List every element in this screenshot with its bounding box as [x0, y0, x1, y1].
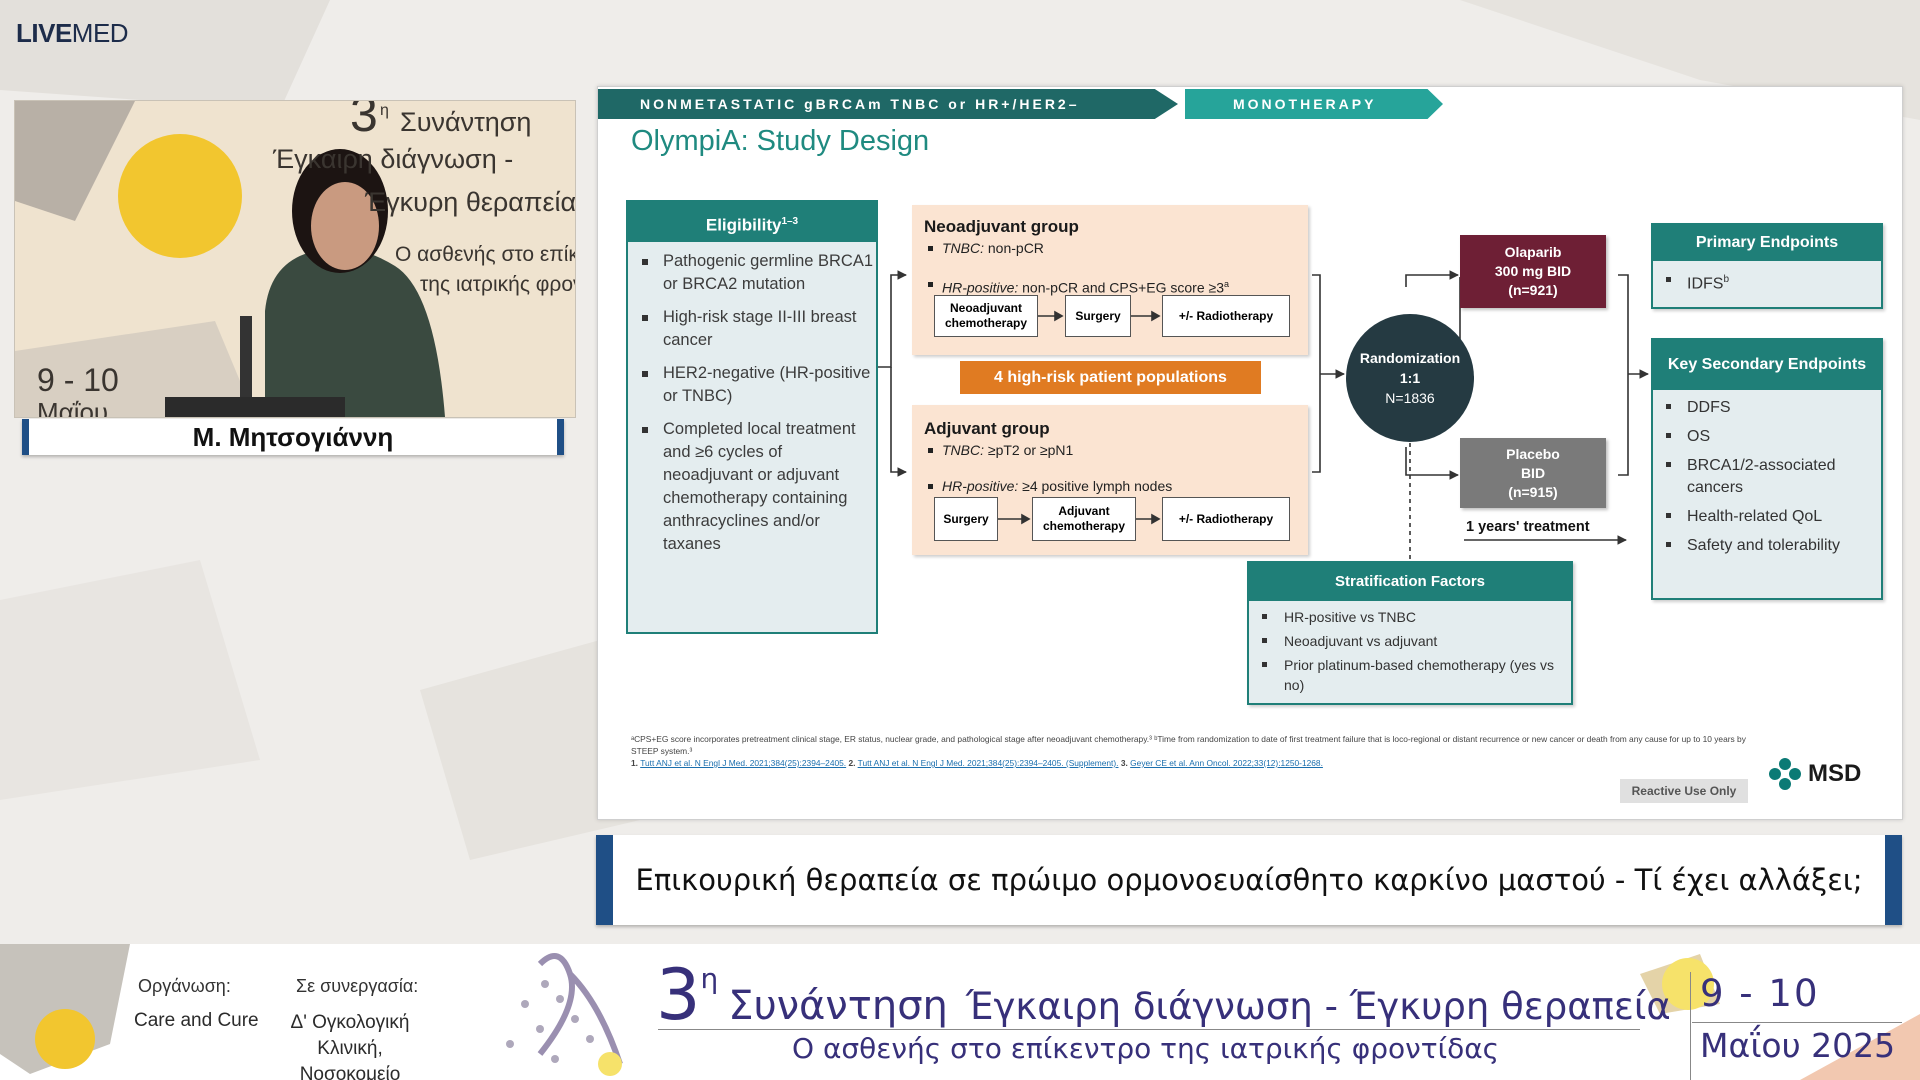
video-backdrop-line: Έγκυρη θεραπεία — [364, 187, 575, 217]
eligibility-item: Pathogenic germline BRCA1 or BRCA2 mutat… — [628, 250, 876, 296]
eligibility-item: High-risk stage II-III breast cancer — [628, 306, 876, 352]
video-backdrop-line: Συνάντηση — [400, 107, 531, 137]
stratification-item: HR-positive vs TNBC — [1249, 607, 1571, 627]
reference-link-1[interactable]: Tutt ANJ et al. N Engl J Med. 2021;384(2… — [640, 758, 847, 768]
eligibility-heading: Eligibility1–3 — [628, 202, 876, 242]
eligibility-box: Eligibility1–3 Pathogenic germline BRCA1… — [626, 200, 878, 634]
footer-divider — [658, 1029, 1640, 1030]
banner-nonmetastatic: NONMETASTATIC gBRCAm TNBC or HR+/HER2– — [598, 89, 1178, 119]
eligibility-item: HER2-negative (HR-positive or TNBC) — [628, 362, 876, 408]
organizer-label: Οργάνωση: — [138, 976, 231, 996]
olaparib-n: (n=921) — [1508, 282, 1558, 298]
neoadjuvant-title: Neoadjuvant group — [924, 217, 1079, 236]
stratification-heading: Stratification Factors — [1249, 563, 1571, 601]
reference-link-2[interactable]: Tutt ANJ et al. N Engl J Med. 2021;384(2… — [857, 758, 1119, 768]
msd-logo: MSD — [1768, 757, 1861, 791]
video-backdrop-number-sup: η — [380, 102, 389, 119]
organizer-value: Care and Cure — [134, 1010, 259, 1031]
neoadjuvant-group: Neoadjuvant group TNBC: non-pCR HR-posit… — [912, 205, 1308, 355]
event-tagline: Ο ασθενής στο επίκεντρο της ιατρικής φρο… — [792, 1032, 1500, 1065]
video-backdrop-line: Έγκαιρη διάγνωση - — [272, 144, 513, 174]
neoadjuvant-step-chemo: Neoadjuvant chemotherapy — [934, 295, 1038, 337]
banner-monotherapy: MONOTHERAPY — [1185, 89, 1443, 119]
speaker-video-frame: 3 η Συνάντηση Έγκαιρη διάγνωση - Έγκυρη … — [15, 101, 575, 417]
background-decoration — [0, 0, 1920, 860]
footer-decoration — [0, 944, 1920, 1080]
adjuvant-group: Adjuvant group TNBC: ≥pT2 or ≥pN1 HR-pos… — [912, 405, 1308, 555]
adjuvant-arrows — [998, 513, 1161, 525]
slide-title: OlympiA: Study Design — [631, 125, 930, 157]
slide-footnotes: ᵃCPS+EG score incorporates pretreatment … — [631, 733, 1771, 769]
secondary-endpoint-item: Safety and tolerability — [1653, 535, 1881, 557]
placebo-n: (n=915) — [1508, 483, 1558, 500]
primary-endpoint-item: IDFSb — [1653, 270, 1881, 294]
video-backdrop-line: Ο ασθενής στο επίκεντρο — [395, 243, 575, 266]
randomization-n: N=1836 — [1385, 390, 1435, 406]
stratification-item: Neoadjuvant vs adjuvant — [1249, 631, 1571, 651]
secondary-endpoints-heading: Key Secondary Endpoints — [1653, 340, 1881, 390]
stratification-box: Stratification Factors HR-positive vs TN… — [1247, 561, 1573, 705]
secondary-endpoint-item: BRCA1/2-associated cancers — [1653, 455, 1881, 499]
video-backdrop-number: 3 — [350, 101, 378, 142]
primary-endpoints-heading: Primary Endpoints — [1653, 225, 1881, 261]
collaboration-label: Σε συνεργασία: — [296, 976, 419, 996]
high-risk-populations-label: 4 high-risk patient populations — [960, 361, 1261, 394]
speaker-video: 3 η Συνάντηση Έγκαιρη διάγνωση - Έγκυρη … — [14, 100, 576, 418]
footer-date-rule — [1692, 1022, 1902, 1023]
collaboration-value: Δ' Ογκολογική Κλινική, Νοσοκομείο «ΥΓΕΙΑ… — [290, 1012, 410, 1080]
video-backdrop-month: Μαΐου — [37, 397, 108, 417]
adjuvant-title: Adjuvant group — [924, 419, 1050, 438]
olaparib-name: Olaparib — [1504, 244, 1562, 260]
speaker-name: Μ. Μητσογιάννη — [22, 419, 564, 455]
neoadjuvant-hr: HR-positive: non-pCR and CPS+EG score ≥3… — [924, 275, 1320, 297]
livemed-logo: LIVEMED — [16, 18, 129, 48]
event-footer: Οργάνωση: Care and Cure Σε συνεργασία: Δ… — [0, 944, 1920, 1080]
adjuvant-step-chemo: Adjuvant chemotherapy — [1032, 497, 1136, 541]
eligibility-item: Completed local treatment and ≥6 cycles … — [628, 418, 876, 556]
olaparib-arm: Olaparib 300 mg BID (n=921) — [1460, 235, 1606, 308]
placebo-name: Placebo — [1506, 445, 1560, 462]
secondary-endpoint-item: Health-related QoL — [1653, 506, 1881, 528]
primary-endpoints-box: Primary Endpoints IDFSb — [1651, 223, 1883, 309]
flow-connectors — [878, 270, 1649, 561]
secondary-endpoints-box: Key Secondary Endpoints DDFS OS BRCA1/2-… — [1651, 338, 1883, 600]
stratification-item: Prior platinum-based chemotherapy (yes v… — [1249, 655, 1571, 695]
video-backdrop-line: της ιατρικής φροντίδας — [420, 273, 575, 296]
randomization-label: Randomization — [1359, 350, 1461, 366]
neoadjuvant-arrows — [1038, 310, 1161, 322]
talk-title: Επικουρική θεραπεία σε πρώιμο ορμονοευαί… — [596, 835, 1902, 925]
neoadjuvant-step-surgery: Surgery — [1065, 295, 1131, 337]
neoadjuvant-tnbc: TNBC: non-pCR — [924, 239, 1320, 257]
secondary-endpoint-item: DDFS — [1653, 397, 1881, 419]
video-backdrop-date: 9 - 10 — [37, 362, 119, 398]
secondary-endpoint-item: OS — [1653, 426, 1881, 448]
olaparib-dose: 300 mg BID — [1494, 263, 1572, 279]
randomization-ratio: 1:1 — [1399, 370, 1421, 386]
treatment-duration: 1 years' treatment — [1466, 519, 1590, 535]
randomization-circle: Randomization 1:1 N=1836 — [1346, 314, 1474, 442]
footnote-text: ᵃCPS+EG score incorporates pretreatment … — [631, 734, 1746, 756]
neoadjuvant-step-radiotherapy: +/- Radiotherapy — [1162, 295, 1290, 337]
presentation-slide: NONMETASTATIC gBRCAm TNBC or HR+/HER2– M… — [597, 86, 1903, 820]
event-dates: 9 - 10 — [1700, 972, 1820, 1015]
adjuvant-step-radiotherapy: +/- Radiotherapy — [1162, 497, 1290, 541]
adjuvant-step-surgery: Surgery — [934, 497, 998, 541]
msd-logo-icon — [1769, 758, 1801, 790]
placebo-arm: Placebo BID (n=915) — [1460, 438, 1606, 508]
adjuvant-tnbc: TNBC: ≥pT2 or ≥pN1 — [924, 441, 1320, 459]
reactive-use-badge: Reactive Use Only — [1620, 779, 1748, 803]
adjuvant-hr: HR-positive: ≥4 positive lymph nodes — [924, 477, 1320, 495]
footer-date-divider — [1690, 972, 1691, 1080]
placebo-dose: BID — [1520, 464, 1546, 481]
event-month-year: Μαΐου 2025 — [1700, 1026, 1896, 1065]
reference-link-3[interactable]: Geyer CE et al. Ann Oncol. 2022;33(12):1… — [1130, 758, 1323, 768]
